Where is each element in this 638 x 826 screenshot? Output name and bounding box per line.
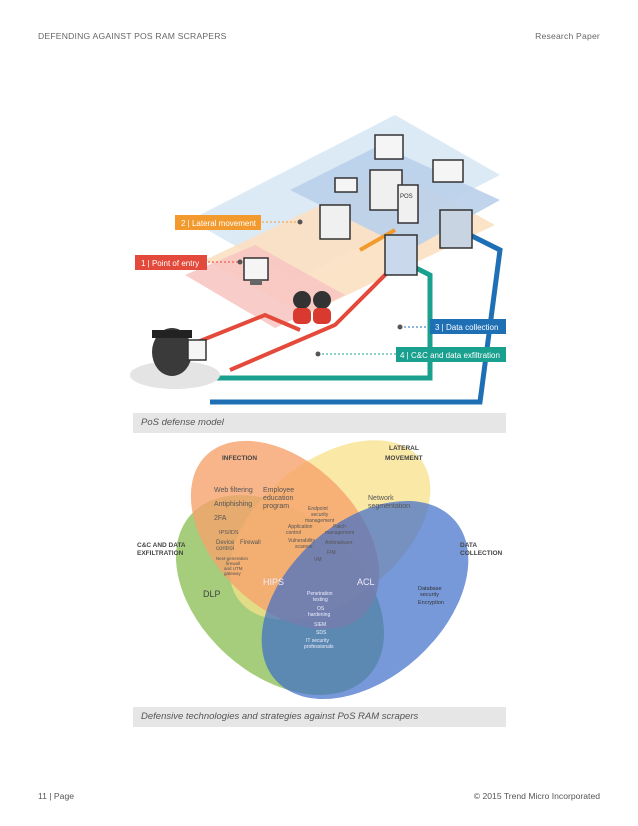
item-appctrl-2: control xyxy=(286,530,301,536)
item-itsec-2: professionals xyxy=(304,644,334,650)
item-appctrl-1: Application xyxy=(288,524,313,530)
item-db-2: security xyxy=(420,592,439,598)
defensive-technologies-venn-diagram: INFECTION LATERAL MOVEMENT C&C AND DATA … xyxy=(137,440,503,700)
item-ips: IPS/IDS xyxy=(219,530,239,536)
title-lateral-2: MOVEMENT xyxy=(385,455,423,462)
item-antimalware: Antimalware xyxy=(325,540,353,546)
item-os-1: OS xyxy=(317,606,325,612)
item-pentest-1: Penetration xyxy=(307,591,333,597)
server-icon-2 xyxy=(369,169,403,211)
server-icon xyxy=(319,204,351,240)
label-cnc-exfiltration: 4 | C&C and data exfiltration xyxy=(396,347,506,362)
figure2-caption: Defensive technologies and strategies ag… xyxy=(133,707,506,727)
item-device-2: control xyxy=(216,546,234,552)
pos-stack-icon xyxy=(397,184,419,224)
svg-text:3 | Data collection: 3 | Data collection xyxy=(435,323,498,332)
workstation-icon xyxy=(432,159,464,183)
collection-server-icon xyxy=(384,234,418,276)
item-sds: SDS xyxy=(316,630,327,636)
item-fim: FIM xyxy=(327,550,336,556)
svg-text:2 | Lateral movement: 2 | Lateral movement xyxy=(181,219,257,228)
employee-icon xyxy=(293,291,311,309)
item-ngfw-4: gateway xyxy=(224,571,242,576)
item-employee-3: program xyxy=(263,503,289,510)
item-dlp: DLP xyxy=(203,589,221,599)
router-icon xyxy=(334,177,358,193)
item-encryption: Encryption xyxy=(418,600,444,606)
pos-label: POS xyxy=(400,194,413,200)
title-lateral-1: LATERAL xyxy=(389,445,419,452)
item-network-2: segmentation xyxy=(368,503,410,510)
item-endpoint-2: security xyxy=(311,512,329,518)
item-network-1: Network xyxy=(368,495,394,502)
item-ngfw-1: Next-generation xyxy=(216,556,249,561)
item-2fa: 2FA xyxy=(214,515,227,522)
item-siem: SIEM xyxy=(314,622,326,628)
entry-path xyxy=(194,312,301,345)
item-hips: HIPS xyxy=(263,577,284,587)
item-web-filtering: Web filtering xyxy=(214,487,253,494)
server-icon-3 xyxy=(439,209,473,249)
item-vuln-2: scanner xyxy=(295,544,313,550)
item-itsec-1: IT security xyxy=(306,638,329,644)
item-os-2: hardening xyxy=(308,612,330,618)
item-device-1: Device xyxy=(216,540,235,546)
page-number: 11 | Page xyxy=(38,791,74,801)
item-firewall: Firewall xyxy=(240,540,261,546)
item-ngfw-3: and UTM xyxy=(224,566,243,571)
running-header-title: DEFENDING AGAINST POS RAM SCRAPERS xyxy=(38,31,227,41)
lateral-path xyxy=(359,228,396,252)
item-antiphishing: Antiphishing xyxy=(214,501,252,508)
item-pentest-2: testing xyxy=(313,597,328,603)
svg-text:4 | C&C and data exfiltration: 4 | C&C and data exfiltration xyxy=(400,351,500,360)
label-point-of-entry: 1 | Point of entry xyxy=(135,255,207,270)
venn-data-ellipse xyxy=(261,500,469,700)
item-endpoint-1: Endpoint xyxy=(308,506,328,512)
item-db-1: Database xyxy=(418,586,442,592)
title-cnc-1: C&C AND DATA xyxy=(137,542,186,549)
item-vuln-1: Vulnerability xyxy=(288,538,316,544)
figure1-caption: PoS defense model xyxy=(133,413,506,433)
label-lateral-movement: 2 | Lateral movement xyxy=(175,215,261,230)
item-employee-2: education xyxy=(263,495,293,502)
title-data-2: COLLECTION xyxy=(460,550,503,557)
title-data-1: DATA xyxy=(460,542,477,549)
entry-monitor-icon xyxy=(243,257,269,281)
label-data-collection: 3 | Data collection xyxy=(430,319,506,334)
terminal-icon xyxy=(374,134,404,160)
entry-path-2 xyxy=(229,268,392,372)
title-cnc-2: EXFILTRATION xyxy=(137,550,184,557)
copyright: © 2015 Trend Micro Incorporated xyxy=(473,791,600,801)
item-patch-2: management xyxy=(325,530,355,536)
running-header-type: Research Paper xyxy=(535,31,600,41)
item-patch-1: Patch xyxy=(333,524,346,530)
item-acl: ACL xyxy=(357,577,375,587)
item-endpoint-3: management xyxy=(305,518,335,524)
title-infection: INFECTION xyxy=(222,455,257,462)
svg-text:1 | Point of entry: 1 | Point of entry xyxy=(141,259,199,268)
item-ngfw-2: firewall xyxy=(226,561,240,566)
item-vm: VM xyxy=(314,557,322,563)
item-employee-1: Employee xyxy=(263,487,294,494)
attacker-icon xyxy=(152,328,192,376)
pos-defense-model-figure: POS 2 | Lateral movement 1 | Point of en… xyxy=(130,115,506,405)
